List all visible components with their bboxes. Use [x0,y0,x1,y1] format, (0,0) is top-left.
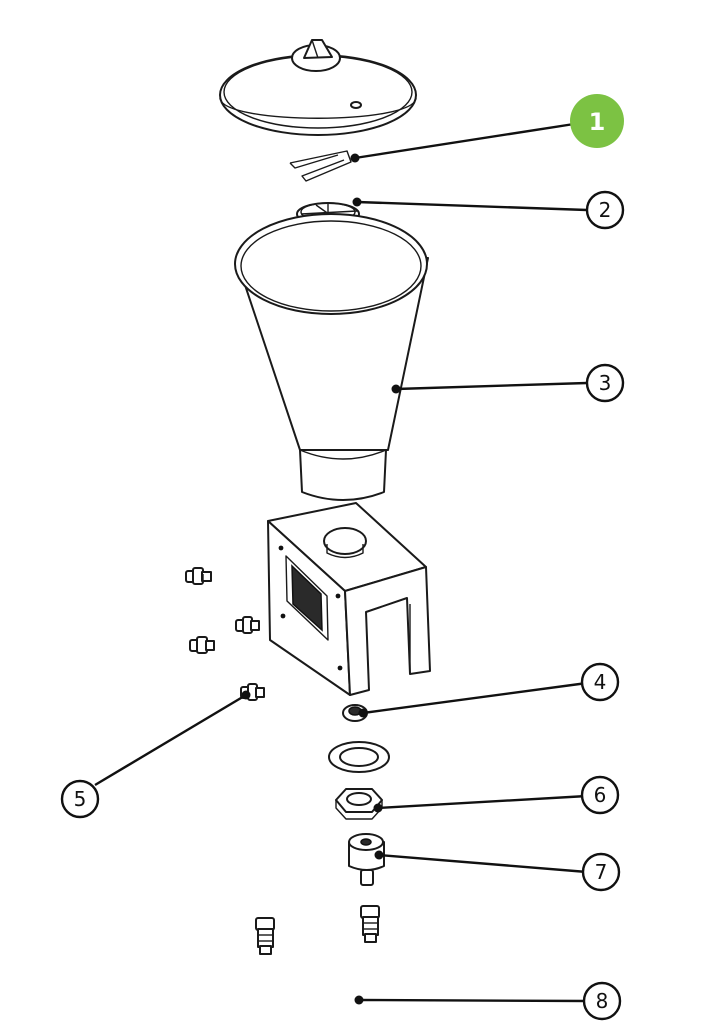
hopper-cone [234,213,429,501]
callout-4[interactable]: 4 [580,662,620,702]
callout-4-label: 4 [594,670,607,694]
callout-3[interactable]: 3 [585,363,625,403]
fitting [348,833,385,886]
callout-6-label: 6 [594,783,607,807]
callout-5-label: 5 [74,787,87,811]
callout-8-label: 8 [596,989,609,1013]
callout-1-label: 1 [589,108,606,136]
callout-7[interactable]: 7 [581,852,621,892]
callout-2[interactable]: 2 [585,190,625,230]
hopper-lid [219,39,417,136]
mounting-bolts [185,567,265,701]
leader-lines [94,122,588,1005]
bolt-2 [235,616,260,634]
callout-5[interactable]: 5 [60,779,100,819]
callout-3-label: 3 [599,371,612,395]
callout-1[interactable]: 1 [570,94,624,148]
hose [255,905,380,1031]
hex-nut [335,788,383,820]
callout-6[interactable]: 6 [580,775,620,815]
callout-7-label: 7 [595,860,608,884]
callout-2-label: 2 [599,198,612,222]
callout-8[interactable]: 8 [582,981,622,1021]
mounting-bracket [267,502,431,696]
bolt-1 [185,567,212,585]
washer [328,741,390,773]
lid-clip [289,150,352,182]
bolt-3 [189,636,215,654]
